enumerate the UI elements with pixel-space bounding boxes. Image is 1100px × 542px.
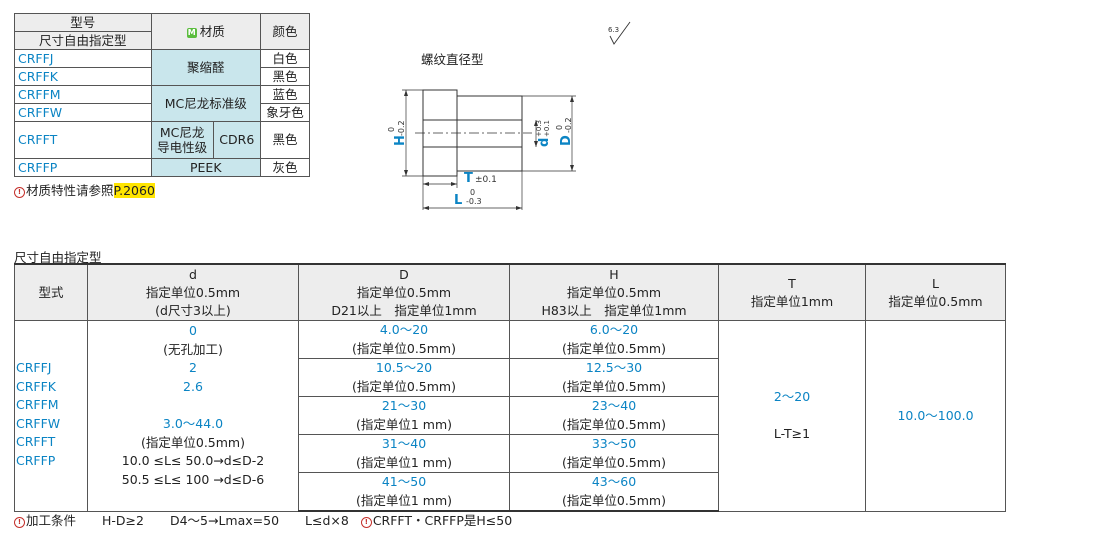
svg-text:0: 0 <box>387 127 396 132</box>
dim-H: H <box>393 135 408 146</box>
header-L: L 指定单位0.5mm <box>865 263 1006 321</box>
color-crffj: 白色 <box>259 49 311 68</box>
D-row-1: 10.5～20(指定单位0.5mm) <box>298 358 510 397</box>
d-values: 0 (无孔加工) 2 2.6 3.0～44.0 (指定单位0.5mm) 10.0… <box>87 320 299 512</box>
spec-table: 型式 d 指定单位0.5mm (d尺寸3以上) D 指定单位0.5mm D21以… <box>14 263 1006 512</box>
surface-roughness-icon: 6.3 <box>608 21 631 45</box>
code-crffp[interactable]: CRFFP <box>14 158 152 177</box>
code-crffm[interactable]: CRFFM <box>14 85 152 104</box>
material-mc-conductive-label: MC尼龙导电性级 <box>151 122 214 158</box>
d-rule-1: 10.0 ≤L≤ 50.0→d≤D-2 <box>121 453 265 469</box>
d-value-0: 0 <box>189 323 197 338</box>
d-value-0-note: (无孔加工) <box>163 341 223 357</box>
material-mc-conductive: MC尼龙导电性级 CDR6 <box>150 121 261 159</box>
header-type: 型式 <box>14 263 88 321</box>
H-row-4: 43～60(指定单位0.5mm) <box>509 472 719 512</box>
material-peek: PEEK <box>150 158 261 177</box>
custom-header: 尺寸自由指定型 <box>14 31 152 50</box>
T-range: 2～20 <box>773 389 811 404</box>
color-crffw: 象牙色 <box>259 103 311 122</box>
d-value-range-note: (指定单位0.5mm) <box>141 434 245 450</box>
svg-text:+0.1: +0.1 <box>543 120 551 137</box>
type-codes: CRFFJ CRFFK CRFFM CRFFW CRFFT CRFFP <box>14 320 88 512</box>
code-crffk[interactable]: CRFFK <box>14 67 152 86</box>
code-crffw[interactable]: CRFFW <box>14 103 152 122</box>
header-T: T 指定单位1mm <box>718 263 866 321</box>
D-row-3: 31～40(指定单位1 mm) <box>298 434 510 473</box>
svg-text:-0.3: -0.3 <box>466 197 482 206</box>
header-H: H 指定单位0.5mm H83以上 指定单位1mm <box>509 263 719 321</box>
type-code-crffk[interactable]: CRFFK <box>16 378 56 394</box>
type-code-crffp[interactable]: CRFFP <box>16 452 56 468</box>
H-row-1: 12.5～30(指定单位0.5mm) <box>509 358 719 397</box>
dim-D: D <box>559 135 574 146</box>
dim-d: d <box>537 138 552 147</box>
header-d: d 指定单位0.5mm (d尺寸3以上) <box>87 263 299 321</box>
type-code-crfft[interactable]: CRFFT <box>16 434 56 450</box>
svg-text:±0.1: ±0.1 <box>475 175 497 185</box>
material-cdr6: CDR6 <box>219 132 255 147</box>
d-value-range: 3.0～44.0 <box>162 415 224 431</box>
processing-conditions: !加工条件 H-D≥2 D4～5→Lmax=50 L≤d×8 !CRFFT・CR… <box>14 510 512 529</box>
T-rule: L-T≥1 <box>773 426 811 441</box>
header-D: D 指定单位0.5mm D21以上 指定单位1mm <box>298 263 510 321</box>
color-crffp: 灰色 <box>259 158 311 177</box>
dim-L: L <box>454 193 462 208</box>
T-values: 2～20 L-T≥1 <box>718 320 866 512</box>
D-row-2: 21～30(指定单位1 mm) <box>298 396 510 435</box>
warning-icon: ! <box>360 517 372 528</box>
H-row-2: 23～40(指定单位0.5mm) <box>509 396 719 435</box>
svg-text:-0.2: -0.2 <box>397 120 406 136</box>
material-badge-icon: M <box>186 27 197 38</box>
type-code-crffj[interactable]: CRFFJ <box>16 360 52 375</box>
drawing-title: 螺纹直径型 <box>421 52 484 67</box>
color-crffk: 黑色 <box>259 67 311 86</box>
material-pom: 聚缩醛 <box>150 49 261 86</box>
part-drawing: H 0 -0.2 d +0.3 +0.1 D 0 -0.2 T ±0.1 L 0… <box>387 89 576 210</box>
svg-text:0: 0 <box>470 188 475 197</box>
D-row-4: 41～50(指定单位1 mm) <box>298 472 510 512</box>
type-code-crffm[interactable]: CRFFM <box>16 397 59 413</box>
L-range: 10.0～100.0 <box>865 320 1006 512</box>
page-link[interactable]: P.2060 <box>113 183 155 198</box>
svg-text:-0.2: -0.2 <box>564 117 573 133</box>
H-row-0: 6.0～20(指定单位0.5mm) <box>509 320 719 359</box>
code-crffj[interactable]: CRFFJ <box>14 49 152 68</box>
color-header: 颜色 <box>259 13 311 50</box>
warning-icon: ! <box>14 187 25 198</box>
svg-text:+0.3: +0.3 <box>535 120 543 137</box>
color-crffm: 蓝色 <box>259 85 311 104</box>
material-mc: MC尼龙标准级 <box>150 85 261 122</box>
type-code-crffw[interactable]: CRFFW <box>16 415 61 431</box>
H-row-3: 33～50(指定单位0.5mm) <box>509 434 719 473</box>
model-header: 型号 <box>14 13 152 32</box>
D-row-0: 4.0～20(指定单位0.5mm) <box>298 320 510 359</box>
svg-text:0: 0 <box>555 125 564 130</box>
material-note: !材质特性请参照P.2060 <box>14 180 155 199</box>
code-crfft[interactable]: CRFFT <box>14 121 152 159</box>
warning-icon: ! <box>14 517 25 528</box>
d-rule-2: 50.5 ≤L≤ 100 →d≤D-6 <box>121 471 265 487</box>
color-crfft: 黑色 <box>259 121 311 159</box>
section-title: 尺寸自由指定型 <box>14 250 102 265</box>
d-value-2-6: 2.6 <box>183 378 203 394</box>
dim-T: T <box>464 171 473 186</box>
d-value-2: 2 <box>189 360 197 376</box>
surface-mark-text: 6.3 <box>608 26 619 34</box>
